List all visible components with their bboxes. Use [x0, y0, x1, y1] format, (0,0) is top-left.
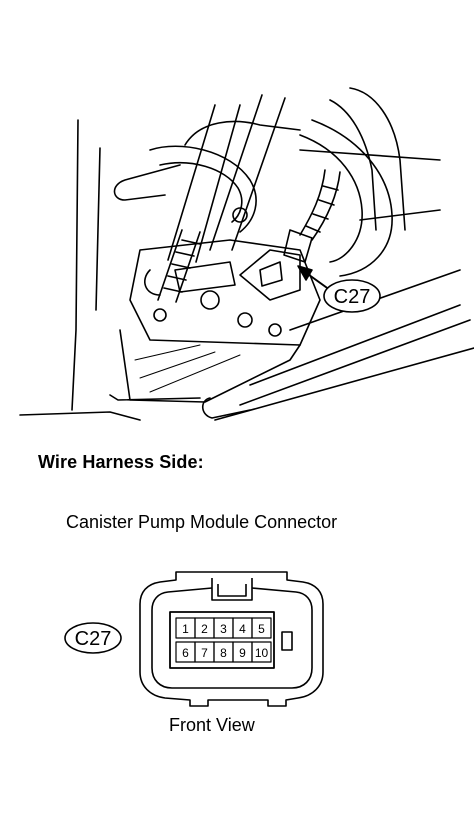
tube-diagonal-3	[209, 94, 263, 251]
panel-edge-left	[71, 119, 79, 411]
tube-loop-inner	[159, 161, 243, 223]
module-detail	[174, 261, 236, 293]
module-shade-1	[134, 344, 241, 393]
frame-line-3	[249, 304, 461, 386]
pin-number-3: 3	[220, 622, 227, 636]
module-detail-2	[144, 269, 161, 296]
connector-latch-inner	[217, 584, 247, 597]
engine-bay-illustration: C27	[19, 87, 474, 421]
pin-number-6: 6	[182, 646, 189, 660]
connector-name-label: Canister Pump Module Connector	[66, 512, 338, 532]
panel-bottom-edge	[19, 411, 141, 421]
pin-number-9: 9	[239, 646, 246, 660]
corrugated-harness-right	[283, 169, 341, 263]
frame-line-6	[359, 209, 441, 221]
pin-cell-10	[251, 641, 272, 663]
hose-upper-right-3	[299, 134, 363, 263]
frame-line-5	[214, 347, 474, 421]
tube-loop	[149, 145, 257, 233]
module-bolt-4	[268, 323, 282, 337]
module-bolt-2	[237, 312, 253, 328]
module-bolt-5	[232, 207, 248, 223]
pin-number-2: 2	[201, 622, 208, 636]
wire-harness-side-heading: Wire Harness Side:	[38, 452, 204, 472]
callout-ellipse-connector	[64, 622, 122, 654]
tube-diagonal-4	[231, 97, 286, 251]
module-bolt-3	[153, 308, 167, 322]
bottom-bar	[201, 397, 251, 419]
module-connector	[239, 249, 301, 301]
callout-bubble-top	[323, 279, 381, 313]
connector-pin-field	[169, 611, 275, 669]
module-bolt-1	[200, 290, 220, 310]
hose-upper-right-1	[349, 87, 406, 231]
callout-label-connector: C27	[75, 628, 112, 650]
module-base	[119, 329, 301, 403]
callout-label-top: C27	[334, 286, 371, 308]
pin-cell-5	[251, 617, 272, 639]
module-base-inner	[109, 394, 201, 401]
pin-number-5: 5	[258, 622, 265, 636]
hose-upper-right-4	[311, 119, 393, 277]
pin-number-10: 10	[255, 646, 269, 660]
frame-line-1	[299, 149, 441, 161]
front-view-label: Front View	[169, 715, 255, 735]
connector-latch	[211, 578, 253, 601]
panel-edge-left-inner	[95, 147, 101, 311]
module-connector-latch	[259, 261, 283, 287]
connector-side-key	[281, 631, 293, 651]
tube-diagonal-1	[167, 104, 216, 261]
callout-arrow-head	[297, 265, 313, 281]
callout-bubble-connector: C27	[64, 622, 122, 654]
connector-housing-inner	[151, 587, 313, 689]
pin-number-7: 7	[201, 646, 208, 660]
hose-upper-right-2	[329, 99, 377, 231]
top-cross-hose-2	[113, 164, 181, 201]
pin-number-4: 4	[239, 622, 246, 636]
tube-diagonal-2	[195, 104, 241, 263]
pin-number-8: 8	[220, 646, 227, 660]
connector-housing-outer	[139, 571, 324, 707]
top-cross-hose	[184, 120, 301, 146]
frame-line-4	[239, 319, 471, 406]
pin-number-1: 1	[182, 622, 189, 636]
